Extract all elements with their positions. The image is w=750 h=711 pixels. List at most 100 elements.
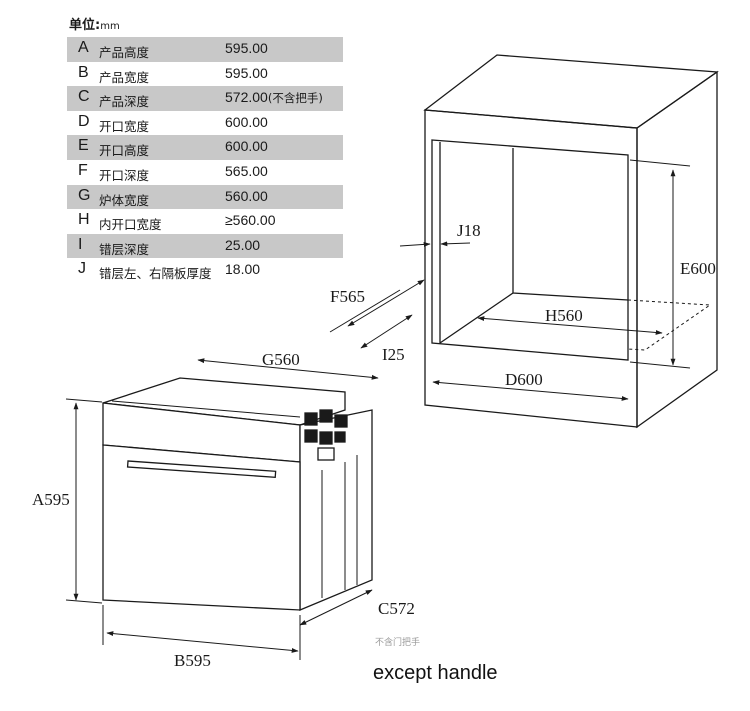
dim-label-b: B595 [174,651,211,670]
spec-label-text: 开口宽度 [99,118,150,134]
vent-block [319,431,333,445]
spec-letter-text: J [78,260,86,278]
handle-note-chinese: 不含门把手 [375,638,421,648]
unit-label: 单位:mm [69,14,120,33]
spec-letter-text: C [78,88,90,106]
cabinet-back-panel [512,148,629,301]
spec-row-h: H 内开口宽度 ≥560.00 [67,209,343,234]
spec-label-text: 产品高度 [99,45,150,60]
dim-b-line [106,631,299,653]
spec-letter-text: A [78,39,89,56]
oven-top-stripe [111,400,301,418]
spec-row-d: D 开口宽度 600.00 [67,111,343,136]
spec-label: 产品高度 [99,42,149,61]
spec-row-i: I 错层深度 25.00 [67,233,343,259]
dim-e-ext-bottom [629,361,691,369]
cabinet-drawing [423,54,719,429]
spec-value-text: 560.00 [225,187,268,204]
vent-block [334,414,348,428]
spec-value: 600.00 [225,138,268,154]
spec-row-c: C 产品深度 572.00(不含把手) [67,86,343,111]
spec-letter: B [78,64,89,82]
spec-letter: J [78,260,86,278]
spec-label: 开口深度 [99,165,149,184]
spec-label-text: 内开口宽度 [99,217,162,233]
spec-value: 25.00 [225,237,260,253]
spec-letter-text: B [78,63,89,81]
unit-prefix: 单位: [69,18,101,33]
cabinet-floor-dashed [627,299,712,351]
spec-value: 560.00 [225,188,268,204]
spec-row-a: A 产品高度 595.00 [67,37,343,62]
spec-value: 595.00 [225,40,268,56]
spec-letter: I [78,236,82,254]
cabinet-opening [431,139,629,361]
dim-a-ext-bottom [65,599,103,604]
dim-g-line [197,358,379,380]
dimension-labels: J18 E600 F565 H560 I25 D600 G560 A595 C5… [32,221,716,670]
spec-letter-text: E [78,137,89,155]
spec-label: 错层左、右隔板厚度 [99,263,212,282]
spec-label: 产品宽度 [99,67,149,86]
spec-value-text: ≥560.00 [225,212,276,229]
spec-value-text: 595.00 [225,64,268,81]
dim-label-c: C572 [378,599,415,618]
dim-e-ext-top [629,159,691,167]
oven-drawing [102,377,373,611]
dim-h-line [477,316,663,335]
spec-row-e: E 开口高度 600.00 [67,135,343,160]
spec-value-text: 565.00 [225,162,268,179]
spec-letter: F [78,162,88,180]
dim-label-h: H560 [545,306,583,325]
dim-label-g: G560 [262,350,300,369]
spec-label: 产品深度 [99,91,149,110]
handle-note-english: except handle [373,662,498,684]
spec-row-g: G 炉体宽度 560.00 [67,184,343,210]
cabinet-side [636,70,718,429]
dim-label-a: A595 [32,490,70,509]
spec-label: 错层深度 [99,239,149,258]
vent-block [334,431,346,443]
dim-label-i: I25 [382,345,405,364]
spec-label: 内开口宽度 [99,214,162,233]
oven-dimensions [65,358,379,660]
spec-row-f: F 开口深度 565.00 [67,160,343,185]
oven-bracket [317,447,335,461]
spec-label-text: 产品深度 [99,94,150,110]
oven-vent-blocks [304,409,348,461]
unit-mm: mm [100,21,120,32]
spec-value-text: 600.00 [225,138,268,155]
spec-label-text: 炉体宽度 [99,192,150,208]
spec-note: (不含把手) [267,91,323,106]
spec-value: 572.00(不含把手) [225,89,323,106]
dim-label-e: E600 [680,259,716,278]
spec-value: 595.00 [225,65,268,81]
spec-value: ≥560.00 [225,212,276,228]
spec-letter-text: D [78,112,90,130]
spec-letter: G [78,187,90,205]
spec-letter-text: G [78,186,91,204]
spec-value-text: 600.00 [225,113,268,130]
dim-d-line [432,380,629,401]
dim-label-j: J18 [457,221,481,240]
spec-letter: E [78,137,89,155]
vent-block [319,409,333,423]
spec-letter-text: I [78,235,83,253]
spec-label: 开口宽度 [99,116,149,135]
spec-letter-text: H [78,211,90,229]
spec-label-text: 产品宽度 [99,69,150,85]
vent-block [304,429,318,443]
spec-value-text: 572.00 [225,89,268,106]
spec-label-text: 错层左、右隔板厚度 [99,266,212,282]
spec-label: 开口高度 [99,140,149,159]
dim-j-arrow-left [399,241,431,247]
dim-label-d: D600 [505,370,543,389]
dim-label-f: F565 [330,287,365,306]
spec-letter: D [78,113,90,131]
spec-label-text: 开口高度 [99,143,150,159]
spec-letter: A [78,39,89,57]
vent-block [304,412,318,426]
